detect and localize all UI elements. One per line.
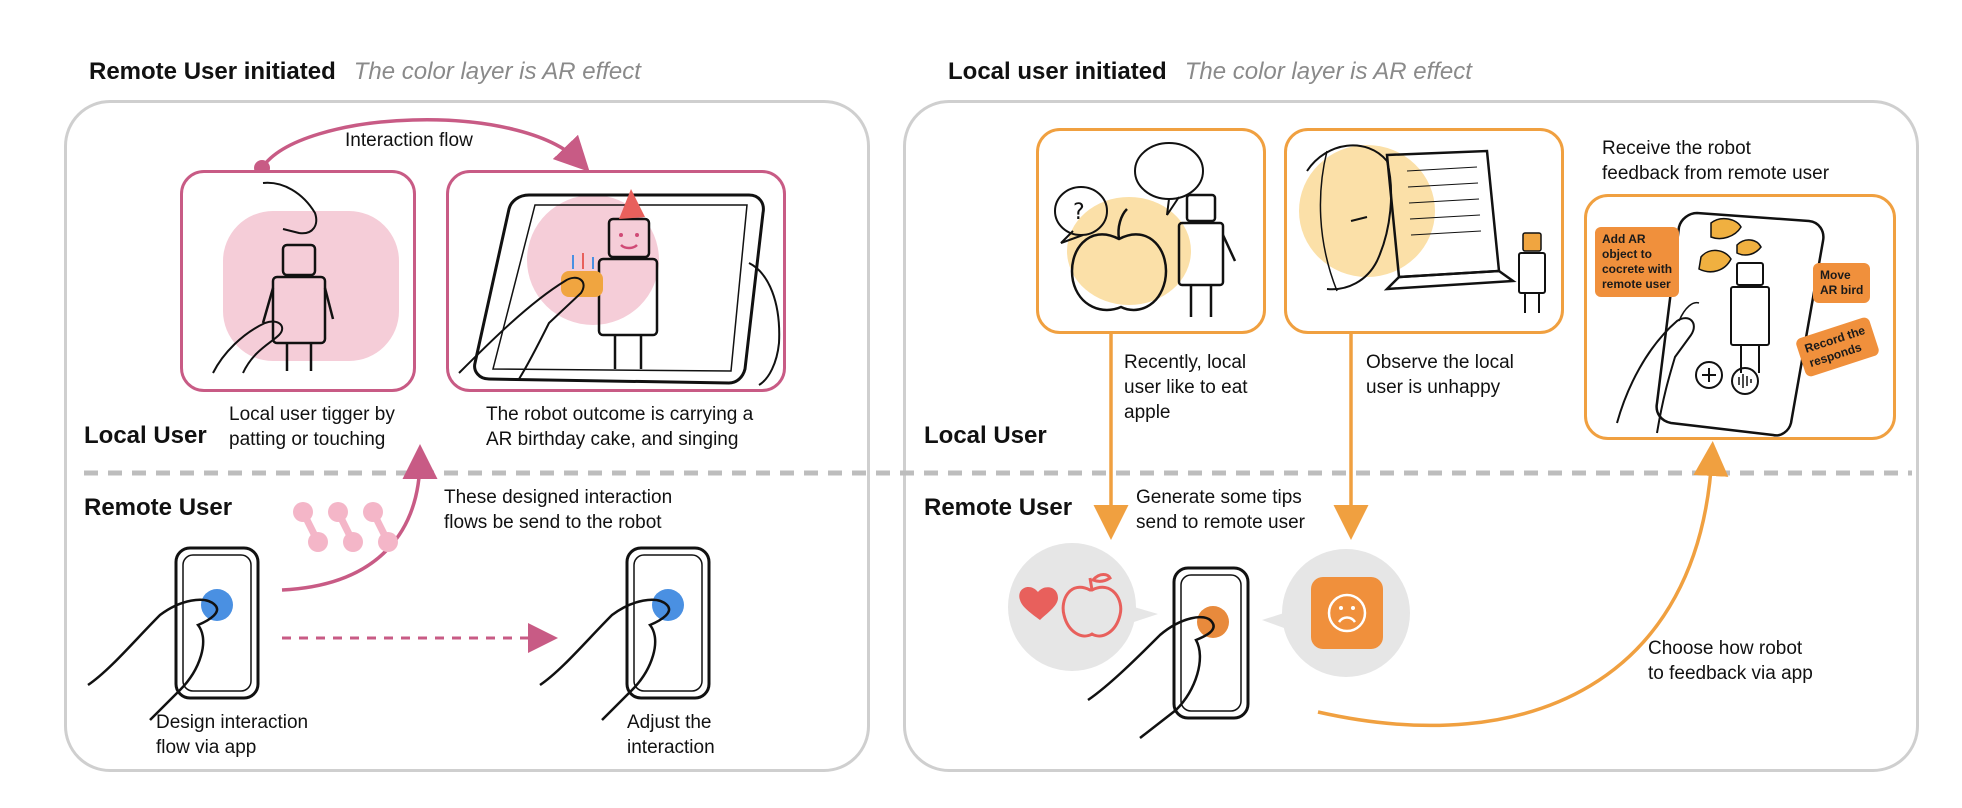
send-up-arrow (281, 444, 438, 592)
hand-icon (458, 276, 585, 380)
add-ar-object-tag: Add AR object to cocrete with remote use… (1595, 227, 1680, 297)
phone-icon (1655, 211, 1825, 437)
hand-icon (87, 598, 219, 721)
move-ar-bird-tag: Move AR bird (1813, 263, 1871, 303)
apple-icon (1070, 208, 1168, 312)
robot-icon (597, 217, 659, 369)
left-section-title: Remote User initiated The color layer is … (89, 58, 641, 86)
generate-tips-caption: Generate some tips send to remote user (1136, 487, 1305, 533)
interaction-flow-arrow (260, 118, 590, 173)
interaction-flow-label: Interaction flow (345, 130, 473, 151)
party-hat-icon (619, 189, 645, 219)
left-subtitle-text: The color layer is AR effect (353, 58, 641, 85)
laptop-icon (1383, 149, 1517, 291)
hand-icon (262, 181, 318, 235)
phone-icon (1172, 566, 1250, 720)
laptop-user-illustration (1299, 144, 1546, 313)
robot-touch-illustration (212, 181, 399, 374)
hand-icon (539, 598, 671, 721)
sad-tip-bubble (1262, 549, 1410, 677)
left-local-user-label: Local User (84, 422, 207, 449)
robot-icon (1518, 232, 1546, 313)
bird-icon (1698, 249, 1732, 273)
touch-point-icon (201, 589, 233, 621)
plus-icon (1695, 361, 1723, 389)
left-remote-user-label: Remote User (84, 494, 233, 521)
right-panel (903, 100, 1919, 772)
outcome-caption: The robot outcome is carrying a AR birth… (486, 404, 754, 450)
flow-nodes-icon (293, 502, 398, 552)
svg-text:?: ? (1073, 200, 1085, 225)
unhappy-caption: Observe the local user is unhappy (1366, 352, 1514, 398)
robot-feedback-card: Add AR object to cocrete with remote use… (1584, 194, 1896, 440)
feedback-arrow (1317, 441, 1729, 728)
right-local-user-label: Local User (924, 422, 1047, 449)
trigger-caption: Local user tigger by patting or touching (229, 404, 395, 450)
phone-icon (625, 546, 711, 700)
robot-icon (261, 243, 335, 371)
sad-face-icon (1311, 577, 1383, 649)
right-subtitle-text: The color layer is AR effect (1184, 58, 1472, 85)
phone-icon (174, 546, 260, 700)
apple-caption: Recently, local user like to eat apple (1124, 352, 1248, 423)
hand-icon (1087, 615, 1215, 739)
send-to-robot-caption: These designed interaction flows be send… (444, 487, 673, 533)
right-remote-user-label: Remote User (924, 494, 1073, 521)
left-title-text: Remote User initiated (89, 58, 336, 85)
robot-outcome-card (446, 170, 786, 392)
hand-icon (748, 262, 781, 386)
apple-tip-bubble (1008, 543, 1158, 671)
tablet-ar-illustration (458, 189, 781, 386)
heart-icon (1019, 586, 1058, 620)
robot-icon (1177, 193, 1237, 317)
bird-icon (1736, 239, 1762, 256)
apple-icon (1061, 573, 1123, 638)
choose-feedback-caption: Choose how robot to feedback via app (1648, 638, 1813, 684)
apple-preference-card: ? (1036, 128, 1266, 334)
design-flow-caption: Design interaction flow via app (156, 712, 309, 758)
hand-icon (212, 320, 284, 374)
apple-robot-illustration: ? (1054, 142, 1237, 317)
hand-icon (1616, 317, 1695, 434)
local-trigger-card (180, 170, 416, 392)
receive-feedback-caption: Receive the robot feedback from remote u… (1602, 138, 1830, 184)
feedback-phone-illustration (1616, 211, 1825, 437)
tablet-frame-icon (473, 193, 765, 385)
bird-icon (1710, 217, 1742, 240)
unhappy-observe-card (1284, 128, 1564, 334)
right-title-text: Local user initiated (948, 58, 1167, 85)
right-section-title: Local user initiated The color layer is A… (948, 58, 1472, 86)
left-panel (64, 100, 870, 772)
adjust-interaction-caption: Adjust the interaction (627, 712, 715, 758)
voice-icon (1731, 367, 1759, 395)
robot-icon (1730, 262, 1770, 373)
